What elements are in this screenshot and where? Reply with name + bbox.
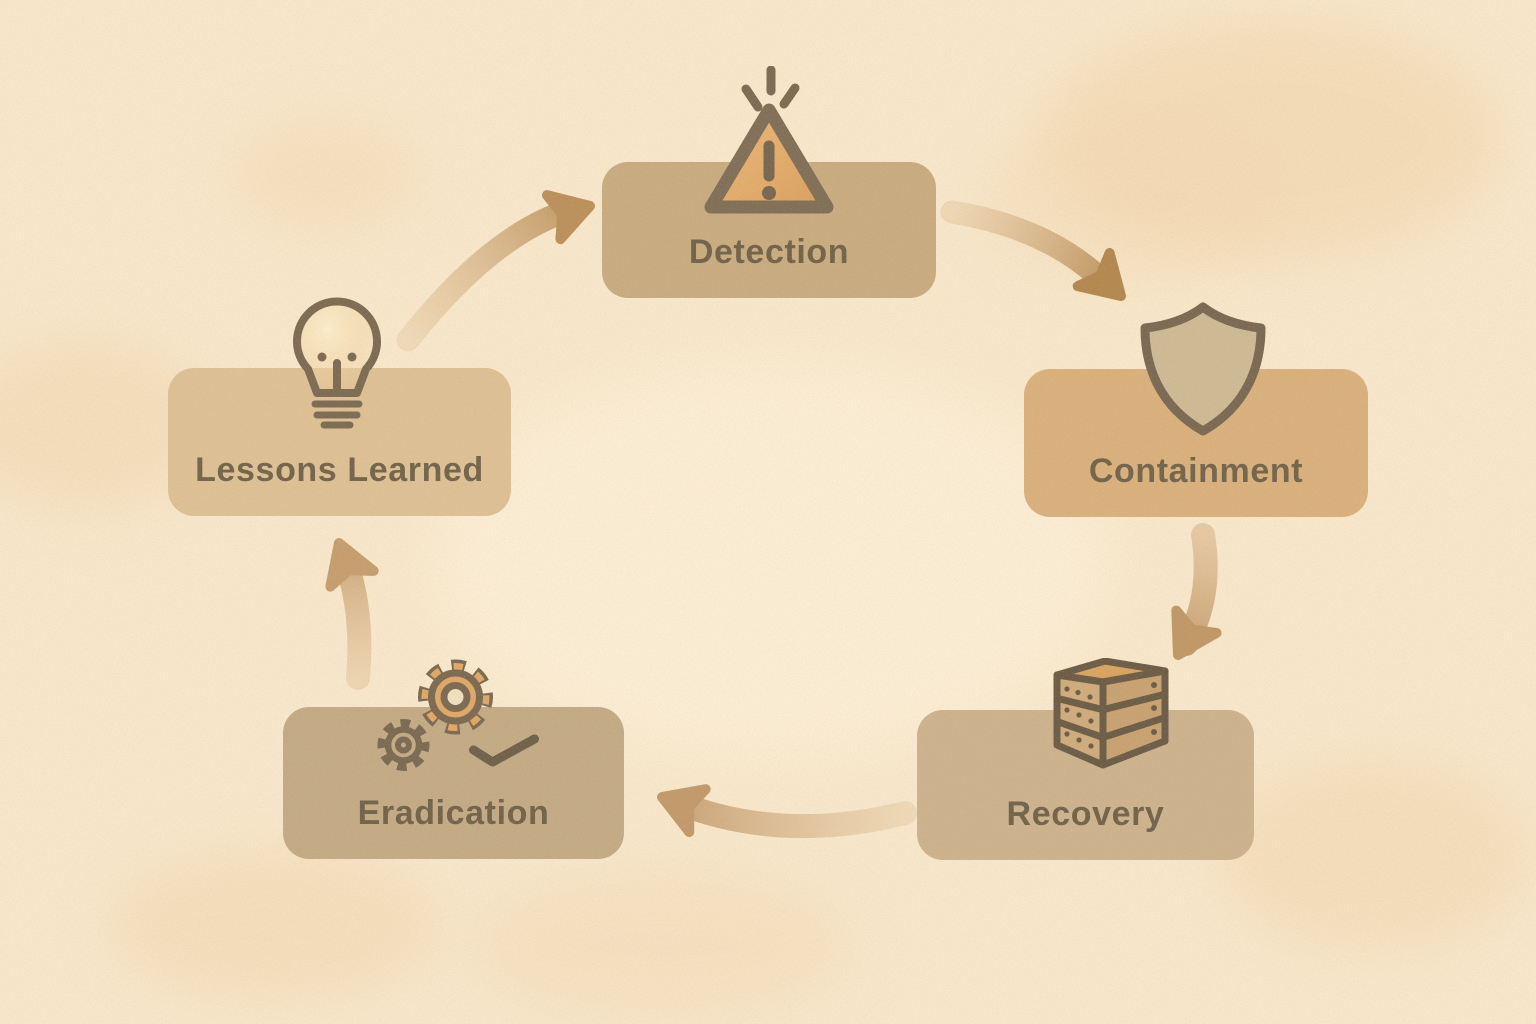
node-eradication-label: Eradication: [357, 794, 550, 832]
background-blob: [110, 850, 440, 1000]
gears-check-icon: [377, 659, 539, 771]
background-blob: [1040, 20, 1500, 260]
node-lessons-learned: Lessons Learned: [168, 297, 511, 516]
arrow-recovery-to-eradication: [664, 790, 917, 839]
node-detection: Detection: [602, 66, 936, 298]
shield-icon: [1140, 302, 1266, 436]
arrow-containment-to-recovery: [1174, 523, 1218, 656]
arrowhead-icon: [1072, 248, 1126, 301]
node-recovery: Recovery: [917, 658, 1254, 860]
light-bulb-icon: [292, 297, 381, 429]
node-containment: Containment: [1024, 302, 1368, 517]
background-blob: [1220, 760, 1530, 950]
arrowhead-icon: [325, 538, 379, 592]
arrowhead-icon: [541, 190, 595, 245]
alert-triangle-icon: [704, 66, 834, 214]
arrow-detection-to-containment: [940, 200, 1118, 296]
node-eradication: Eradication: [283, 659, 624, 859]
server-stack-icon: [1053, 658, 1168, 769]
arrow-eradication-to-lessons-learned: [332, 544, 372, 690]
check-icon: [468, 734, 539, 767]
gear-small-icon: [377, 719, 429, 771]
background-blob: [980, 120, 1280, 280]
arrowhead-icon: [657, 784, 711, 838]
node-containment-label: Containment: [1088, 452, 1304, 490]
node-recovery-label: Recovery: [1006, 795, 1165, 833]
arrow-lessons-learned-to-detection: [396, 198, 582, 352]
gear-large-icon: [417, 659, 493, 735]
background-blob: [230, 120, 420, 230]
node-detection-label: Detection: [688, 233, 850, 271]
node-lessons-learned-label: Lessons Learned: [195, 451, 484, 489]
background-blob: [470, 870, 850, 1020]
